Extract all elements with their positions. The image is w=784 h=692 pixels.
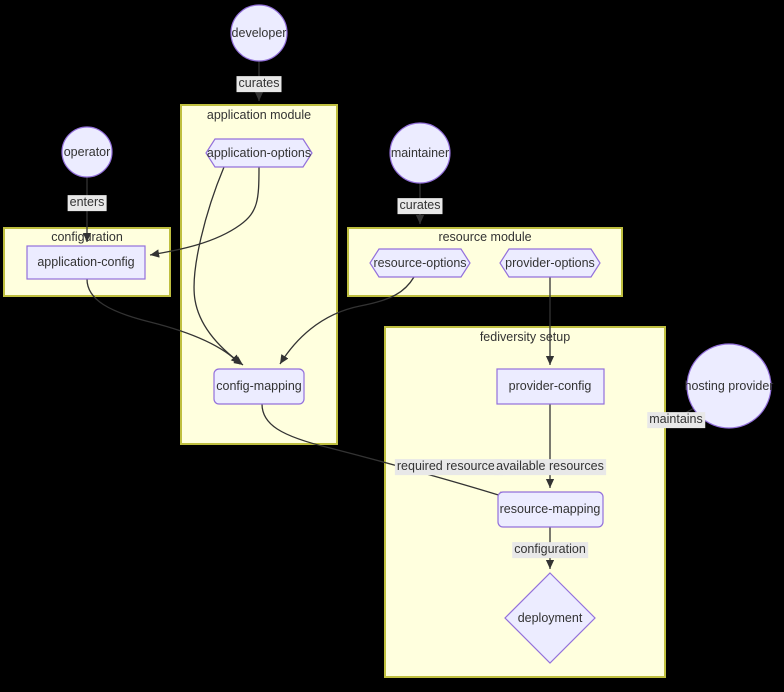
edge-label-enters: enters: [67, 195, 107, 211]
node-operator[interactable]: [61, 126, 113, 178]
edge-application-options-to-config-mapping: [193, 166, 244, 366]
subgraph-title-configuration: configuration: [51, 230, 123, 244]
edge-label-required-resources: required resources: [394, 459, 504, 475]
edge-application-config-to-config-mapping: [86, 278, 241, 365]
node-config-mapping[interactable]: [213, 368, 305, 405]
subgraph-title-resource-module: resource module: [438, 230, 532, 244]
edge-label-available-resources: available resources: [494, 459, 606, 475]
node-application-config[interactable]: [26, 245, 146, 280]
subgraph-title-application-module: application module: [206, 108, 312, 122]
node-maintainer[interactable]: [389, 122, 451, 184]
subgraph-title-fediversity-setup: fediversity setup: [479, 330, 571, 344]
node-resource-options[interactable]: [369, 248, 471, 278]
node-developer[interactable]: [230, 4, 288, 62]
node-provider-options[interactable]: [499, 248, 601, 278]
edge-config-mapping-to-resource-mapping: [261, 403, 509, 500]
node-hosting-provider[interactable]: [686, 343, 772, 429]
edge-label-configuration: configuration: [512, 542, 588, 558]
edge-application-options-to-application-config: [149, 166, 260, 258]
edge-label-maintains: maintains: [647, 412, 705, 428]
node-provider-config[interactable]: [496, 368, 605, 405]
edge-label-curates-developer: curates: [236, 76, 282, 92]
edge-resource-options-to-config-mapping: [279, 276, 415, 365]
node-application-options[interactable]: [205, 138, 313, 168]
node-deployment[interactable]: [504, 572, 596, 664]
node-resource-mapping[interactable]: [497, 491, 604, 528]
edge-label-curates-maintainer: curates: [397, 198, 443, 214]
